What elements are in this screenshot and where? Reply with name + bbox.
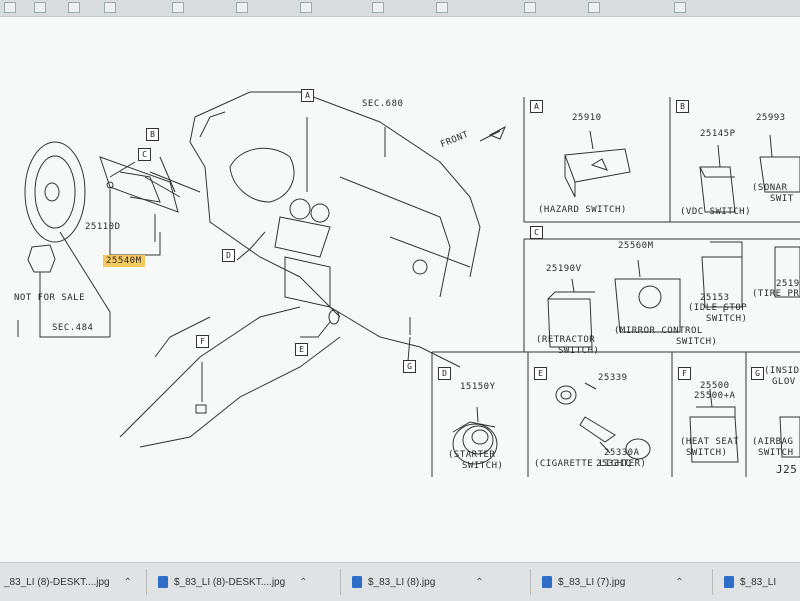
image-file-icon bbox=[158, 576, 168, 588]
panel-d-caption-2: SWITCH) bbox=[462, 461, 504, 471]
panel-d-caption-1: (STARTER bbox=[448, 450, 496, 460]
tab-icon[interactable] bbox=[104, 2, 116, 13]
parts-diagram-viewer: SEC.680 FRONT 25110D 25540M NOT FOR SALE… bbox=[0, 17, 800, 562]
tab-icon[interactable] bbox=[4, 2, 16, 13]
download-item-label: $_83_LI (8).jpg bbox=[368, 576, 436, 588]
callout-tag-a: A bbox=[301, 89, 314, 102]
panel-f-tag: F bbox=[678, 367, 691, 380]
download-item-label: $_83_LI (7).jpg bbox=[558, 576, 626, 588]
section-label-680: SEC.680 bbox=[362, 99, 404, 109]
image-file-icon bbox=[724, 576, 734, 588]
panel-e-part-1: 25339 bbox=[598, 373, 628, 383]
panel-f-caption-1: (HEAT SEAT bbox=[680, 437, 740, 447]
panel-c-part-3: 25153 bbox=[700, 293, 730, 303]
panel-c-caption-2b: SWITCH) bbox=[676, 337, 718, 347]
download-item[interactable]: $_83_LI (7).jpg ⌃ bbox=[542, 569, 684, 595]
browser-top-strip bbox=[0, 0, 800, 17]
panel-c-part-2: 25560M bbox=[618, 241, 654, 251]
part-number-25110d: 25110D bbox=[85, 222, 121, 232]
download-separator bbox=[146, 569, 147, 595]
download-separator bbox=[530, 569, 531, 595]
panel-g-caption-2: (AIRBAG bbox=[752, 437, 794, 447]
callout-tag-e: E bbox=[295, 343, 308, 356]
download-separator bbox=[340, 569, 341, 595]
part-number-25540m: 25540M bbox=[103, 255, 145, 267]
panel-b-caption-1: (VDC SWITCH) bbox=[680, 207, 752, 217]
download-item[interactable]: $_83_LI (8)-DESKT....jpg ⌃ bbox=[158, 569, 308, 595]
callout-tag-b: B bbox=[146, 128, 159, 141]
panel-a-caption: (HAZARD SWITCH) bbox=[538, 205, 627, 215]
tab-icon[interactable] bbox=[436, 2, 448, 13]
panel-f-part-2: 25500+A bbox=[694, 391, 736, 401]
panel-b-part-1: 25145P bbox=[700, 129, 736, 139]
highlighted-part-number: 25540M bbox=[103, 255, 145, 267]
panel-g-caption-1b: GLOV bbox=[772, 377, 796, 387]
panel-g-caption-1: (INSID bbox=[764, 366, 800, 376]
dashboard-line-art bbox=[17, 91, 800, 477]
tab-icon[interactable] bbox=[34, 2, 46, 13]
download-item[interactable]: _83_LI (8)-DESKT....jpg ⌃ bbox=[4, 569, 132, 595]
tab-icon[interactable] bbox=[236, 2, 248, 13]
panel-b-caption-2: (SONAR bbox=[752, 183, 788, 193]
panel-d-part: 15150Y bbox=[460, 382, 496, 392]
panel-c-caption-3: (IDLE STOP bbox=[688, 303, 748, 313]
download-item[interactable]: $_83_LI bbox=[724, 569, 776, 595]
download-item-label: _83_LI (8)-DESKT....jpg bbox=[4, 576, 110, 588]
panel-f-caption-2: SWITCH) bbox=[686, 448, 728, 458]
panel-c-caption-3b: SWITCH) bbox=[706, 314, 748, 324]
tab-icon[interactable] bbox=[300, 2, 312, 13]
panel-c-caption-1: (RETRACTOR bbox=[536, 335, 596, 345]
download-item-label: $_83_LI (8)-DESKT....jpg bbox=[174, 576, 286, 588]
chevron-up-icon[interactable]: ⌃ bbox=[299, 576, 308, 588]
tab-icon[interactable] bbox=[68, 2, 80, 13]
tab-icon[interactable] bbox=[674, 2, 686, 13]
panel-e-part-3: 25331Q bbox=[596, 459, 632, 469]
image-file-icon bbox=[542, 576, 552, 588]
download-item[interactable]: $_83_LI (8).jpg ⌃ bbox=[352, 569, 484, 595]
panel-b-part-2: 25993 bbox=[756, 113, 786, 123]
tab-icon[interactable] bbox=[172, 2, 184, 13]
panel-e-caption: (CIGARETTE LIGHTER) bbox=[534, 459, 647, 469]
chevron-up-icon[interactable]: ⌃ bbox=[675, 576, 684, 588]
image-file-icon bbox=[352, 576, 362, 588]
panel-g-caption-2b: SWITCH bbox=[758, 448, 794, 458]
callout-tag-g: G bbox=[403, 360, 416, 373]
callout-tag-d: D bbox=[222, 249, 235, 262]
panel-g-tag: G bbox=[751, 367, 764, 380]
panel-c-caption-1b: SWITCH) bbox=[558, 346, 600, 356]
panel-f-part-1: 25500 bbox=[700, 381, 730, 391]
tab-icon[interactable] bbox=[372, 2, 384, 13]
tab-icon[interactable] bbox=[524, 2, 536, 13]
download-separator bbox=[712, 569, 713, 595]
not-for-sale-label: NOT FOR SALE bbox=[14, 293, 86, 303]
panel-d-tag: D bbox=[438, 367, 451, 380]
panel-e-tag: E bbox=[534, 367, 547, 380]
panel-c-tag: C bbox=[530, 226, 543, 239]
chevron-up-icon[interactable]: ⌃ bbox=[475, 576, 484, 588]
panel-c-part-1: 25190V bbox=[546, 264, 582, 274]
chevron-up-icon[interactable]: ⌃ bbox=[123, 576, 132, 588]
callout-tag-c: C bbox=[138, 148, 151, 161]
panel-b-caption-2b: SWIT bbox=[770, 194, 794, 204]
panel-c-caption-2: (MIRROR CONTROL bbox=[614, 326, 703, 336]
panel-a-tag: A bbox=[530, 100, 543, 113]
callout-tag-f: F bbox=[196, 335, 209, 348]
download-shelf: _83_LI (8)-DESKT....jpg ⌃ $_83_LI (8)-DE… bbox=[0, 562, 800, 601]
panel-e-part-2: 25330A bbox=[604, 448, 640, 458]
panel-a-part: 25910 bbox=[572, 113, 602, 123]
diagram-code: J25 bbox=[776, 463, 798, 476]
panel-c-caption-4: (TIRE PR bbox=[752, 289, 800, 299]
panel-b-tag: B bbox=[676, 100, 689, 113]
download-item-label: $_83_LI bbox=[740, 576, 777, 588]
panel-c-part-4: 2519 bbox=[776, 279, 800, 289]
tab-icon[interactable] bbox=[588, 2, 600, 13]
section-label-484: SEC.484 bbox=[52, 323, 94, 333]
